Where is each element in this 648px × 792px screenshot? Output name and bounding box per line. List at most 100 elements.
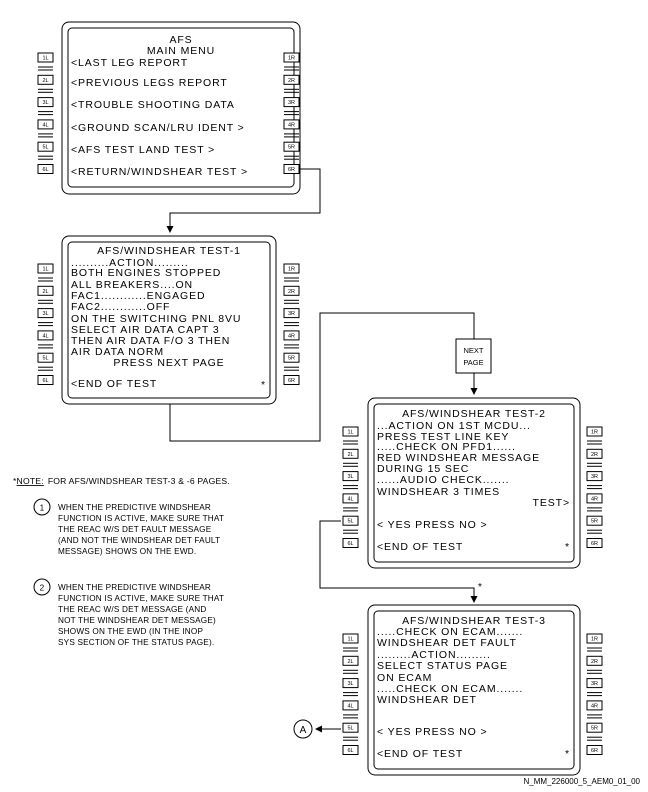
flow-test3-yes-to-a: A [293, 719, 341, 739]
lsk-key-right[interactable] [586, 448, 603, 459]
lsk-key-right-label: 1R [288, 267, 295, 273]
screen-line: AIR DATA NORM [71, 346, 164, 358]
lsk-key-right[interactable] [586, 515, 603, 526]
lsk-key-left[interactable] [342, 700, 359, 711]
note-item-line: SYS SECTION OF THE STATUS PAGE). [58, 638, 214, 647]
screen-line: ..........ACTION......... [71, 257, 189, 269]
note-heading: *NOTE:FOR AFS/WINDSHEAR TEST-3 & -6 PAGE… [13, 476, 230, 486]
lsk-key-left[interactable] [37, 308, 54, 319]
screen-line: * [565, 541, 570, 553]
screen-line: ......AUDIO CHECK....... [377, 474, 509, 486]
note-block: *NOTE:FOR AFS/WINDSHEAR TEST-3 & -6 PAGE… [13, 476, 230, 647]
screen-display [373, 403, 575, 563]
lsk-key-right-label: 4R [591, 496, 598, 502]
lsk-key-left-label: 4L [42, 122, 48, 128]
lsk-key-right[interactable] [283, 308, 300, 319]
lsk-key-left[interactable] [37, 119, 54, 130]
lsk-key-left[interactable] [37, 352, 54, 363]
lsk-key-left-label: 3L [42, 311, 48, 317]
lsk-key-right-label: 4R [288, 122, 295, 128]
lsk-key-left[interactable] [342, 655, 359, 666]
lsk-key-left[interactable] [342, 538, 359, 548]
screen-line: ON THE SWITCHING PNL 8VU [71, 313, 241, 325]
lsk-key-left-label: 6L [42, 378, 48, 384]
lsk-key-right[interactable] [283, 375, 300, 385]
lsk-key-left[interactable] [342, 722, 359, 733]
lsk-key-right[interactable] [283, 141, 300, 152]
lsk-key-right[interactable] [283, 74, 300, 85]
lsk-key-left[interactable] [37, 74, 54, 85]
lsk-key-right[interactable] [283, 352, 300, 363]
note-item-line: WHEN THE PREDICTIVE WINDSHEAR [58, 583, 211, 592]
lsk-key-right-label: 2R [591, 659, 598, 665]
lsk-key-right-label: 1R [288, 56, 295, 62]
lsk-key-left[interactable] [342, 493, 359, 504]
lsk-key-right[interactable] [586, 426, 603, 437]
lsk-key-left-label: 3L [347, 474, 353, 480]
lsk-key-right[interactable] [283, 52, 300, 63]
lsk-key-right[interactable] [586, 493, 603, 504]
lsk-key-left-label: 1L [347, 637, 353, 643]
note-item-line: WHEN THE PREDICTIVE WINDSHEAR [58, 503, 211, 512]
lsk-key-right[interactable] [586, 655, 603, 666]
lsk-key-left[interactable] [37, 141, 54, 152]
lsk-key-left[interactable] [37, 375, 54, 385]
lsk-key-right-label: 2R [288, 289, 295, 295]
lsk-key-left-label: 4L [347, 703, 353, 709]
lsk-key-right[interactable] [283, 119, 300, 130]
lsk-key-left-label: 3L [42, 100, 48, 106]
screen-display [67, 27, 295, 188]
lsk-key-left[interactable] [37, 52, 54, 63]
lsk-key-left[interactable] [342, 426, 359, 437]
lsk-key-left[interactable] [342, 678, 359, 689]
screen-line: <AFS TEST LAND TEST > [71, 144, 215, 156]
lsk-key-right[interactable] [586, 678, 603, 689]
lsk-key-left-label: 2L [42, 78, 48, 84]
lsk-key-left[interactable] [342, 515, 359, 526]
lsk-key-left-label: 1L [42, 56, 48, 62]
lsk-key-right[interactable] [586, 633, 603, 644]
lsk-key-left[interactable] [37, 97, 54, 108]
lsk-key-left[interactable] [342, 745, 359, 755]
lsk-key-right-label: 3R [288, 311, 295, 317]
lsk-key-left[interactable] [342, 471, 359, 482]
lsk-key-left[interactable] [342, 448, 359, 459]
screen-line: PRESS NEXT PAGE [113, 357, 224, 369]
lsk-key-left[interactable] [37, 330, 54, 341]
lsk-key-right[interactable] [283, 285, 300, 296]
screen-line: .....CHECK ON PFD1...... [377, 441, 516, 453]
screen-line: <TROUBLE SHOOTING DATA [71, 99, 235, 111]
lsk-key-right[interactable] [283, 330, 300, 341]
lsk-key-right-label: 3R [591, 474, 598, 480]
screen-line: ALL BREAKERS....ON [71, 279, 193, 291]
screen-line: < YES PRESS NO > [377, 519, 488, 531]
lsk-key-right[interactable] [586, 700, 603, 711]
note-item-line: FUNCTION IS ACTIVE, MAKE SURE THAT [58, 514, 224, 523]
lsk-key-right[interactable] [586, 745, 603, 755]
lsk-key-right[interactable] [283, 97, 300, 108]
lsk-key-right-label: 6R [591, 748, 598, 754]
lsk-key-right[interactable] [586, 471, 603, 482]
note-item-line: MESSAGE) SHOWS ON THE EWD. [58, 547, 196, 556]
lsk-key-left[interactable] [37, 164, 54, 174]
lsk-key-left[interactable] [342, 633, 359, 644]
lsk-key-right[interactable] [586, 538, 603, 548]
note-item-line: (AND NOT THE WINDSHEAR DET FAULT [58, 536, 220, 545]
lsk-key-right[interactable] [586, 722, 603, 733]
lsk-key-right[interactable] [283, 164, 300, 174]
lsk-key-left[interactable] [37, 285, 54, 296]
lsk-key-left-label: 5L [42, 145, 48, 151]
lsk-key-right-label: 5R [288, 145, 295, 151]
lsk-key-right[interactable] [283, 263, 300, 274]
note-item-line: THE REAC W/S DET MESSAGE (AND [58, 605, 207, 614]
note-item-number-circle [33, 498, 51, 516]
lsk-key-left-label: 1L [42, 267, 48, 273]
note-item-line: FUNCTION IS ACTIVE, MAKE SURE THAT [58, 594, 224, 603]
lsk-key-left[interactable] [37, 263, 54, 274]
screen-line: * [565, 748, 570, 760]
